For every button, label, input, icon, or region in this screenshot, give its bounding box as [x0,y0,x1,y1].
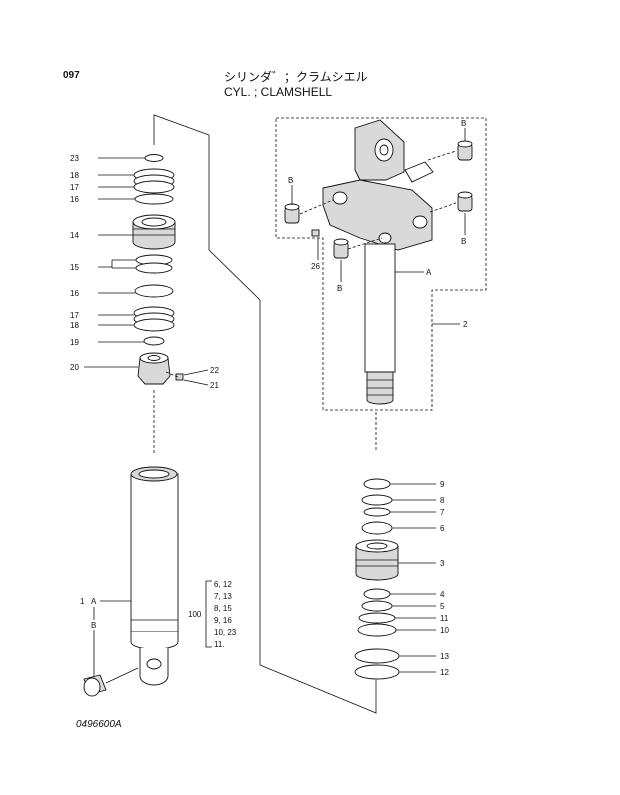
callout-18: 18 [70,171,79,180]
callout-b-4: B [337,284,342,293]
bushing-b-4 [333,238,349,259]
callout-15: 15 [70,263,79,272]
page-number: 097 [63,70,80,81]
callout-b-3: B [461,237,466,246]
callout-17: 17 [70,183,79,192]
bushing-b-2 [284,203,300,224]
piston-rod [364,243,396,373]
kit-line-5: 10, 23 [214,628,237,637]
part-7-ring [363,507,391,517]
callout-19: 19 [70,338,79,347]
rod-assembly [284,119,473,405]
drawing-number: 0496600A [76,719,122,730]
bushing-b-1 [457,140,473,161]
part-26-grease-fitting [311,229,320,237]
part-8-ring [361,494,393,506]
part-11-ring [358,612,396,624]
part-16-ring [134,193,174,205]
piston-seal-stack [354,478,400,680]
part-22-setscrew [175,373,184,381]
callout-23: 23 [70,154,79,163]
rod-assembly-box [275,117,487,411]
callout-16b: 16 [70,289,79,298]
title-english: CYL. ; CLAMSHELL [224,85,333,99]
callout-3: 3 [440,559,445,568]
kit-line-2: 7, 13 [214,592,232,601]
rod-head [322,179,433,251]
part-16-ring-b [134,284,174,298]
part-4-ring [363,588,391,600]
callout-18b: 18 [70,321,79,330]
callout-13: 13 [440,652,449,661]
callout-5: 5 [440,602,445,611]
part-6-ring [361,521,393,535]
callout-26: 26 [311,262,320,271]
callout-b-left: B [91,621,96,630]
kit-line-4: 9, 16 [214,616,232,625]
part-19-ring [143,336,165,346]
callout-100: 100 [188,610,202,619]
left-seal-stack [83,154,184,697]
part-9-ring [363,478,391,490]
kit-line-3: 8, 15 [214,604,232,613]
part-17-ring [133,180,175,194]
callout-4: 4 [440,590,445,599]
kit-line-1: 6, 12 [214,580,232,589]
kit-line-6: 11. [214,640,225,649]
callout-11: 11 [440,614,449,623]
part-13-ring [354,648,400,664]
title-japanese: シリンダ゛；クラムシエル [224,70,368,84]
callout-b-1: B [461,119,466,128]
callout-a-right: A [426,268,432,277]
cylinder-tube [130,473,179,633]
callout-22: 22 [210,366,219,375]
part-5-ring [361,600,393,612]
part-3-piston [355,545,399,581]
callout-17b: 17 [70,311,79,320]
callout-10: 10 [440,626,449,635]
callout-21: 21 [210,381,219,390]
callout-b-2: B [288,176,293,185]
bushing-b-3 [457,191,473,212]
callout-6: 6 [440,524,445,533]
callout-a-left: A [91,597,97,606]
part-23-ring [144,154,164,162]
callout-14: 14 [70,231,79,240]
assembly-connector-line [153,114,377,714]
left-leaders [84,157,212,676]
callout-16: 16 [70,195,79,204]
right-leaders-bottom [390,483,436,673]
part-18-ring-b [133,318,175,332]
callout-2: 2 [463,320,468,329]
callout-8: 8 [440,496,445,505]
callout-20: 20 [70,363,79,372]
callout-7: 7 [440,508,445,517]
callout-9: 9 [440,480,445,489]
part-12-ring [354,664,400,680]
part-10-ring [357,623,397,637]
callout-12: 12 [440,668,449,677]
callout-1: 1 [80,597,85,606]
right-leaders-top [291,128,466,452]
